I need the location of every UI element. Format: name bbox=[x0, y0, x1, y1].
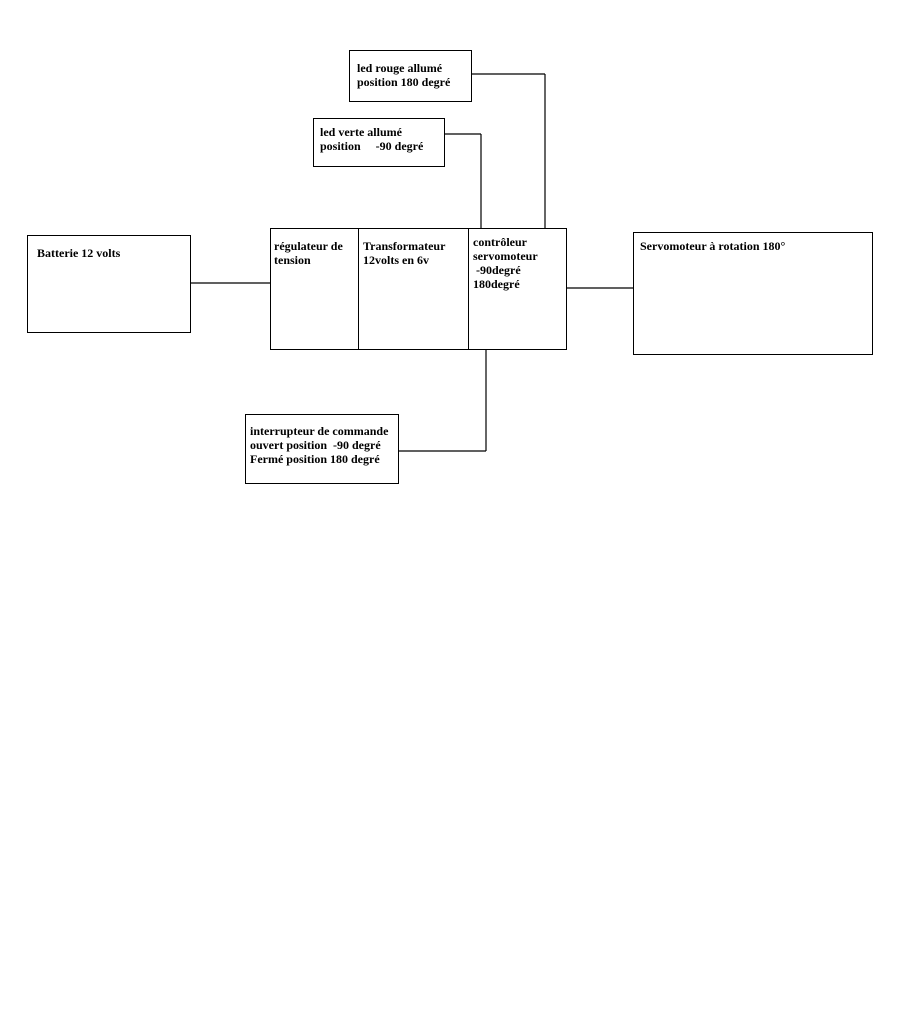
transformer-block: Transformateur 12volts en 6v bbox=[358, 228, 469, 350]
servo-label: Servomoteur à rotation 180° bbox=[640, 239, 786, 253]
green-led-label: led verte allumé position -90 degré bbox=[320, 125, 424, 153]
red-led-block: led rouge allumé position 180 degré bbox=[349, 50, 472, 102]
controller-block: contrôleur servomoteur -90degré 180degré bbox=[468, 228, 567, 350]
regulator-label: régulateur de tension bbox=[274, 239, 343, 267]
battery-label: Batterie 12 volts bbox=[37, 246, 121, 260]
controller-label: contrôleur servomoteur -90degré 180degré bbox=[473, 235, 538, 291]
regulator-block: régulateur de tension bbox=[270, 228, 359, 350]
transformer-label: Transformateur 12volts en 6v bbox=[363, 239, 446, 267]
red-led-label: led rouge allumé position 180 degré bbox=[357, 61, 451, 89]
switch-label: interrupteur de commande ouvert position… bbox=[250, 424, 389, 466]
switch-block: interrupteur de commande ouvert position… bbox=[245, 414, 399, 484]
battery-block: Batterie 12 volts bbox=[27, 235, 191, 333]
green-led-block: led verte allumé position -90 degré bbox=[313, 118, 445, 167]
servo-block: Servomoteur à rotation 180° bbox=[633, 232, 873, 355]
